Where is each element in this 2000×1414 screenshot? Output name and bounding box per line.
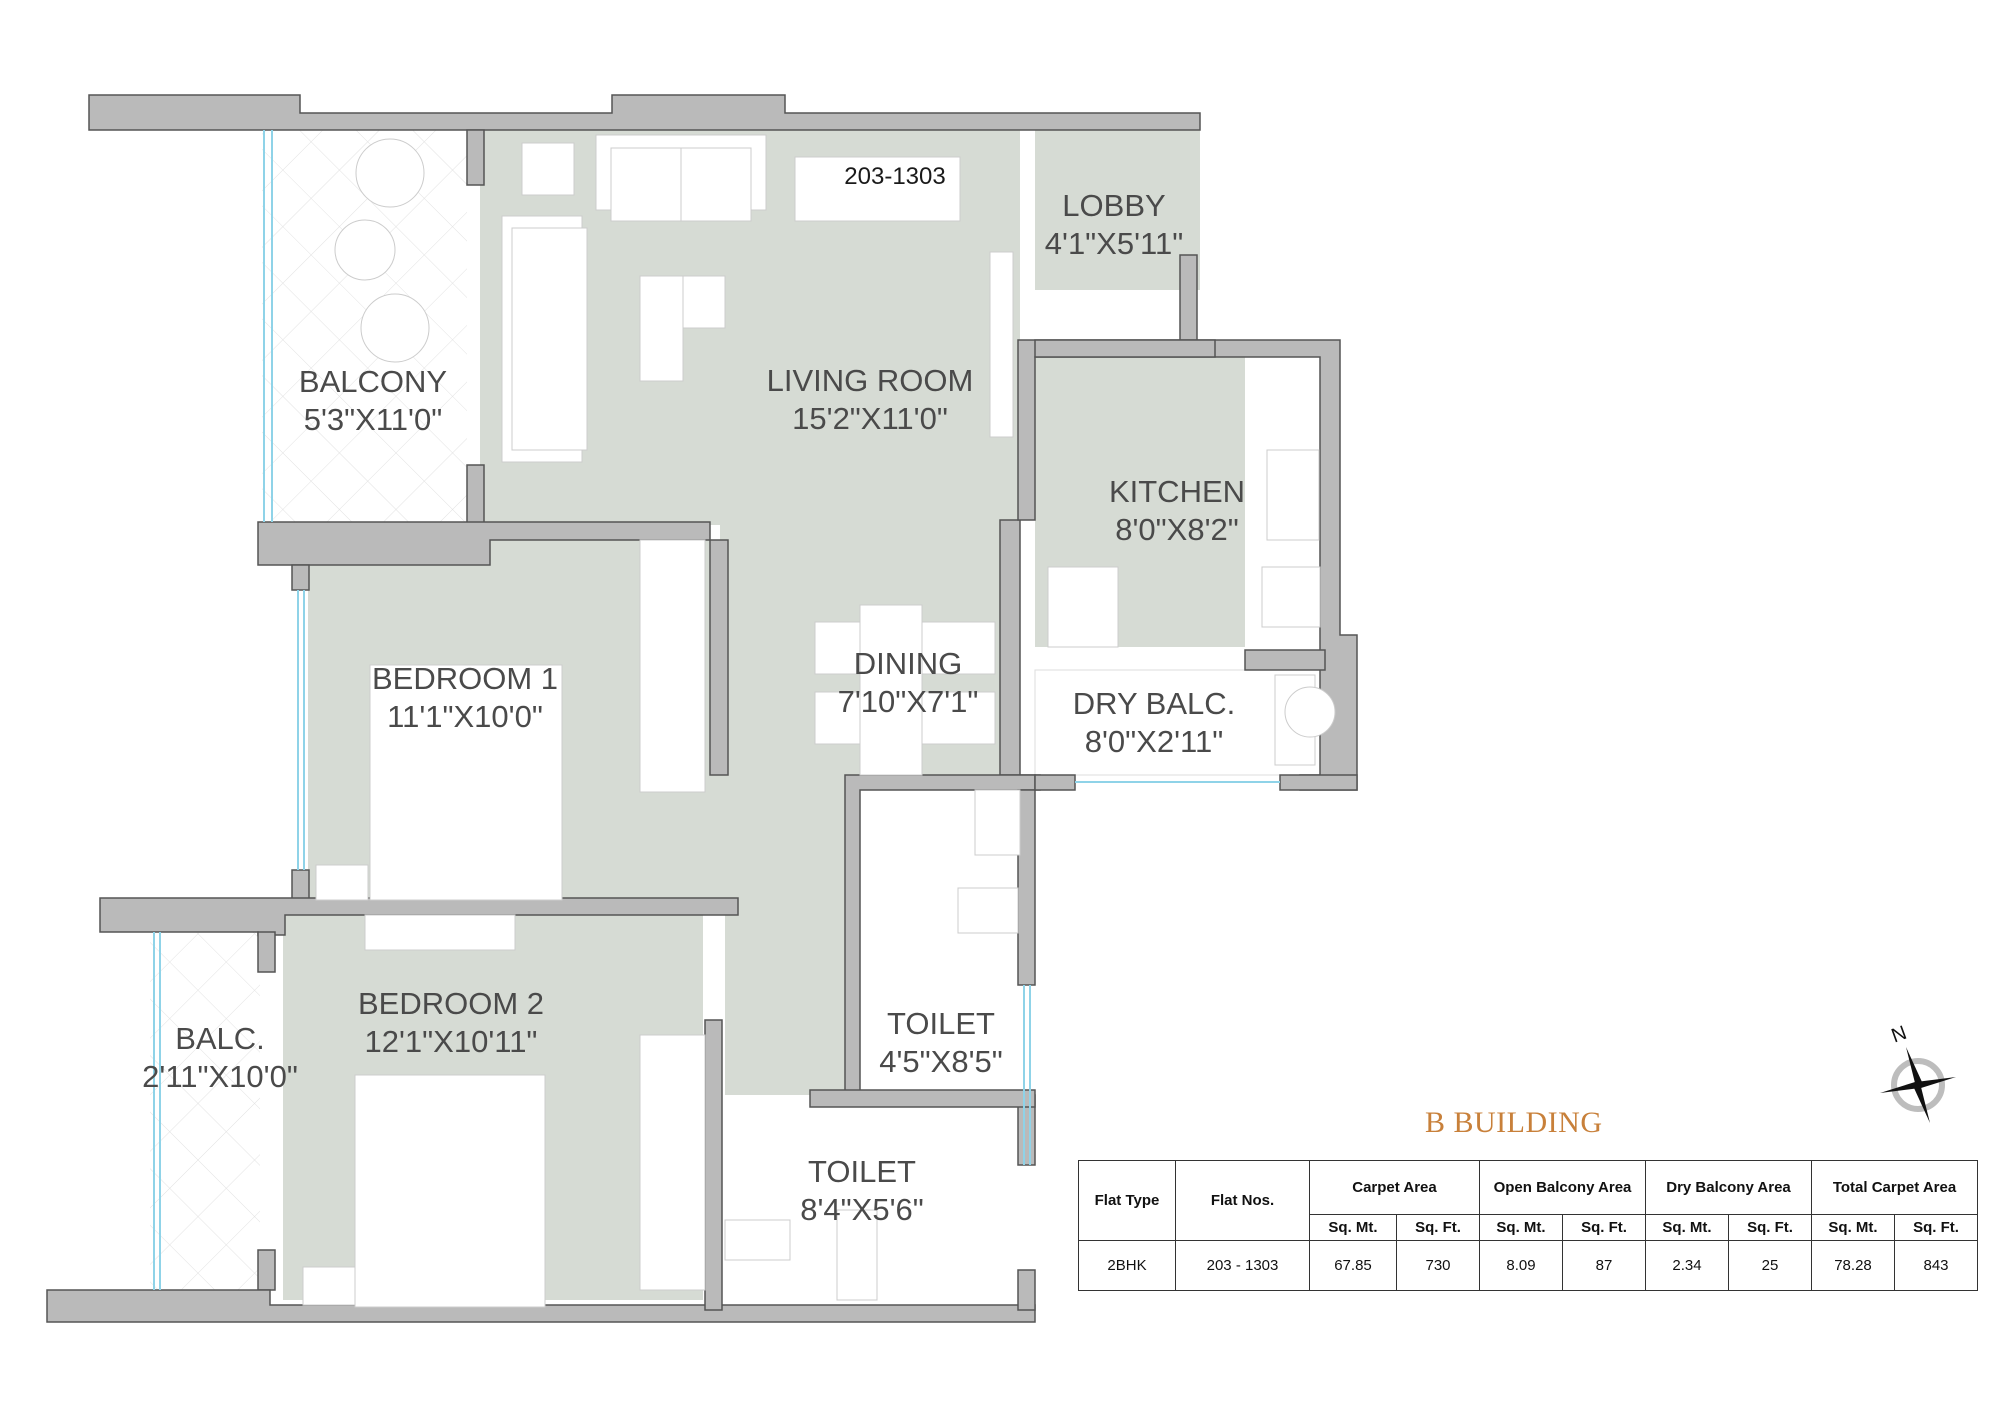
room-name: BALCONY [298, 364, 448, 399]
unit-sqft: Sq. Ft. [1396, 1214, 1480, 1241]
room-lobby: LOBBY 4'1"X5'11" [1045, 187, 1183, 263]
header-dry-balcony-area: Dry Balcony Area [1645, 1160, 1812, 1215]
room-name: LOBBY [1062, 188, 1166, 223]
cell-value: 843 [1894, 1240, 1978, 1291]
room-bedroom-2: BEDROOM 2 12'1"X10'11" [358, 985, 544, 1061]
room-size: 4'5"X8'5" [879, 1044, 1003, 1079]
unit-sqft: Sq. Ft. [1894, 1214, 1978, 1241]
room-name: DINING [853, 646, 963, 681]
dry-balcony-floor [1034, 669, 1321, 776]
cell-value: 2.34 [1645, 1240, 1729, 1291]
table-row: 2BHK 203 - 1303 67.85 730 8.09 87 2.34 2… [1078, 1240, 1978, 1291]
windows [153, 130, 1280, 1290]
header-carpet-area: Carpet Area [1309, 1160, 1480, 1215]
header-total-carpet-area: Total Carpet Area [1811, 1160, 1978, 1215]
room-name: BEDROOM 2 [357, 986, 545, 1021]
room-dry-balcony: DRY BALC. 8'0"X2'11" [1073, 685, 1236, 761]
room-dining: DINING 7'10"X7'1" [838, 645, 979, 721]
unit-sqmt: Sq. Mt. [1479, 1214, 1563, 1241]
svg-text:N: N [1889, 1022, 1910, 1048]
unit-sqmt: Sq. Mt. [1309, 1214, 1397, 1241]
room-size: 5'3"X11'0" [303, 402, 443, 437]
cell-value: 67.85 [1309, 1240, 1397, 1291]
cell-value: 87 [1562, 1240, 1646, 1291]
unit-sqmt: Sq. Mt. [1645, 1214, 1729, 1241]
room-toilet-2: TOILET 8'4"X5'6" [800, 1153, 924, 1229]
room-balcony: BALCONY 5'3"X11'0" [299, 363, 447, 439]
header-open-balcony-area: Open Balcony Area [1479, 1160, 1646, 1215]
unit-sqft: Sq. Ft. [1562, 1214, 1646, 1241]
room-name: BALC. [175, 1021, 265, 1056]
cell-flat-type: 2BHK [1078, 1240, 1176, 1291]
room-toilet-1: TOILET 4'5"X8'5" [879, 1005, 1003, 1081]
header-flat-nos: Flat Nos. [1175, 1160, 1310, 1241]
room-size: 8'0"X8'2" [1115, 512, 1239, 547]
room-name: TOILET [887, 1006, 995, 1041]
room-size: 8'0"X2'11" [1084, 724, 1224, 759]
unit-sqft: Sq. Ft. [1728, 1214, 1812, 1241]
room-size: 8'4"X5'6" [800, 1192, 924, 1227]
room-name: DRY BALC. [1072, 686, 1236, 721]
room-bedroom-1: BEDROOM 1 11'1"X10'0" [372, 660, 558, 736]
room-size: 12'1"X10'11" [364, 1024, 538, 1059]
cell-value: 730 [1396, 1240, 1480, 1291]
room-size: 11'1"X10'0" [387, 699, 543, 734]
header-flat-type: Flat Type [1078, 1160, 1176, 1241]
room-kitchen: KITCHEN 8'0"X8'2" [1109, 473, 1245, 549]
room-name: TOILET [808, 1154, 916, 1189]
furniture [302, 134, 1336, 1308]
room-name: BEDROOM 1 [371, 661, 559, 696]
area-table: Flat Type Flat Nos. Carpet Area Open Bal… [1078, 1160, 1978, 1291]
cell-value: 8.09 [1479, 1240, 1563, 1291]
lobby-floor [1035, 130, 1200, 290]
room-balc: BALC. 2'11"X10'0" [142, 1020, 298, 1096]
unit-number-label: 203-1303 [844, 163, 946, 190]
balc-floor [150, 932, 260, 1290]
room-size: 4'1"X5'11" [1044, 226, 1184, 261]
compass-rose: N [1880, 1022, 1956, 1123]
building-title: B BUILDING [1425, 1106, 1603, 1139]
room-name: KITCHEN [1108, 474, 1246, 509]
cell-flat-nos: 203 - 1303 [1175, 1240, 1310, 1291]
walls [46, 94, 1358, 1323]
cell-value: 25 [1728, 1240, 1812, 1291]
cell-value: 78.28 [1811, 1240, 1895, 1291]
room-size: 15'2"X11'0" [792, 401, 948, 436]
room-living-room: LIVING ROOM 15'2"X11'0" [767, 362, 974, 438]
room-size: 7'10"X7'1" [837, 684, 979, 719]
room-size: 2'11"X10'0" [142, 1059, 298, 1094]
unit-sqmt: Sq. Mt. [1811, 1214, 1895, 1241]
room-name: LIVING ROOM [766, 363, 974, 398]
passage-floor [725, 775, 845, 1095]
